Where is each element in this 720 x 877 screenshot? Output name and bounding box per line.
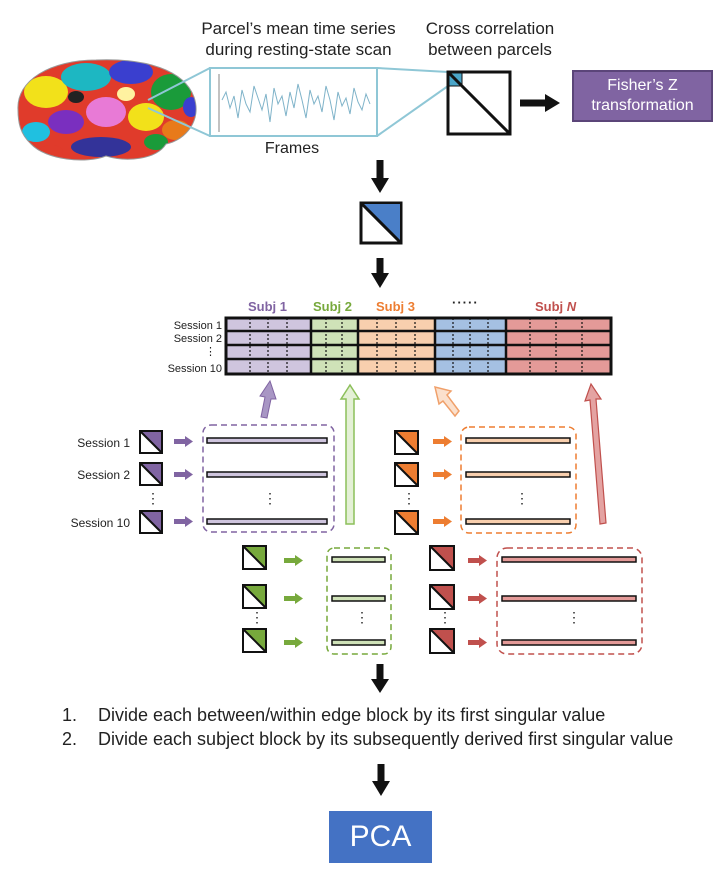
step-item: 2. Divide each subject block by its subs… [62, 729, 674, 749]
vdots: ⋮ [250, 609, 264, 625]
matrix-icon [242, 628, 267, 653]
vdots: ⋮ [438, 609, 452, 625]
subj-n-sessions [429, 545, 643, 655]
matrix-session-label: Session 2 [173, 333, 222, 345]
session-bars [465, 437, 571, 525]
matrix-session-label: Session 1 [173, 320, 222, 332]
matrix-row-lines [226, 329, 611, 361]
zoom-line [147, 67, 211, 101]
session-bars [331, 556, 386, 646]
concat-matrix-border [224, 316, 613, 376]
small-arrows [468, 555, 487, 648]
matrix-icon [394, 462, 419, 487]
vdots: ⋮ [567, 609, 581, 625]
crosscorr-title: Cross correlation between parcels [425, 19, 555, 59]
matrix-icon [429, 584, 455, 610]
vdots: ⋮ [402, 490, 416, 506]
matrix-icon [429, 545, 455, 571]
matrix-icon [394, 430, 419, 455]
down-arrow [372, 764, 390, 796]
subj-2-sessions [242, 545, 392, 655]
subj-2-dashed-group [326, 547, 392, 655]
brain-image [6, 52, 206, 167]
subj-2-up-arrow [339, 383, 361, 525]
session-label: Session 1 [77, 436, 130, 450]
lower-diagram [139, 316, 643, 693]
down-arrow-head [371, 178, 389, 193]
timeseries-box [209, 67, 378, 137]
vdots: ⋮ [146, 490, 160, 506]
matrix-icon [242, 545, 267, 570]
matrix-icon [139, 510, 163, 534]
down-arrow-head [371, 679, 389, 693]
pca-box: PCA [329, 811, 432, 863]
steps-list: 1. Divide each between/within edge block… [62, 704, 712, 750]
subj-3-up-arrow [433, 385, 460, 418]
matrix-diagonal [360, 202, 402, 244]
frames-label: Frames [264, 140, 320, 157]
fisher-z-box: Fisher’s Z transformation [572, 70, 713, 122]
vdots: ⋮ [515, 490, 529, 506]
matrix-icon [139, 462, 163, 486]
subj-ellipsis-label: ····· [452, 295, 479, 310]
subj-3-dashed-group [460, 426, 577, 534]
session-bars [501, 556, 637, 646]
subj-n-label: Subj N [535, 299, 577, 314]
matrix-icon [394, 510, 419, 535]
timeseries-line [221, 83, 371, 123]
matrix-icon [139, 430, 163, 454]
zoom-line [376, 85, 449, 137]
matrix-dotted-lines [249, 318, 583, 374]
session-label: Session 10 [70, 516, 130, 530]
small-arrows [433, 436, 452, 527]
matrix-session-vdots: ⋮ [205, 346, 216, 358]
session-bars [206, 437, 328, 525]
subj-1-sessions [139, 424, 335, 534]
matrix-diagonal [447, 71, 511, 135]
vdots: ⋮ [263, 490, 277, 506]
subj-n-dashed-group [496, 547, 643, 655]
subj-1-dashed-group [202, 424, 335, 533]
subj-n-up-arrow [584, 382, 607, 525]
small-arrows [284, 555, 303, 648]
small-arrows [174, 436, 193, 527]
concat-matrix [224, 316, 613, 376]
zoom-line [376, 67, 449, 73]
zoom-line [147, 107, 211, 137]
vdots: ⋮ [355, 609, 369, 625]
matrix-column-dividers [309, 318, 508, 374]
subj-3-label: Subj 3 [376, 299, 416, 314]
subj-1-up-arrow [259, 379, 277, 419]
top-diagram [147, 67, 560, 288]
session-label: Session 2 [77, 468, 130, 482]
step-item: 1. Divide each between/within edge block… [62, 705, 606, 725]
timeseries-title: Parcel’s mean time series during resting… [201, 19, 396, 59]
matrix-session-label: Session 10 [167, 363, 222, 375]
matrix-icon [429, 628, 455, 654]
subj-1-label: Subj 1 [248, 299, 288, 314]
matrix-icon [242, 584, 267, 609]
subj-2-label: Subj 2 [313, 299, 353, 314]
down-arrow-head [371, 273, 389, 288]
right-arrow-head [545, 94, 560, 112]
subj-3-sessions [394, 426, 577, 535]
